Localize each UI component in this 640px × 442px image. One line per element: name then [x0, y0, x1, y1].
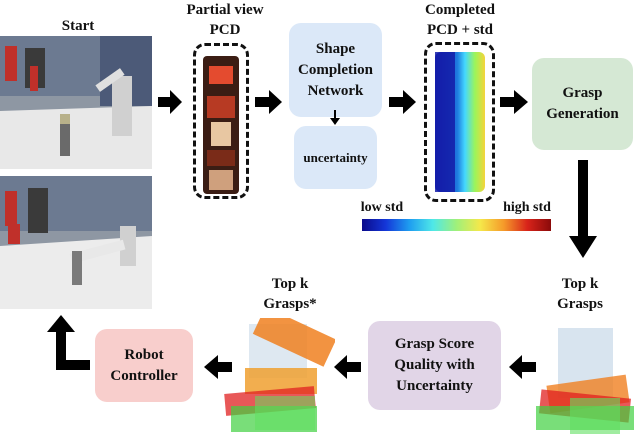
robot-controller-box: Robot Controller	[95, 329, 193, 402]
top-k-grasps-left-label: Top k Grasps*	[263, 276, 317, 312]
grasp-score-box: Grasp Score Quality with Uncertainty	[368, 321, 501, 410]
arrow-shape-to-uncertainty	[330, 110, 340, 125]
low-std-label: low std	[360, 200, 404, 215]
arrow-completed-to-grasp	[500, 90, 528, 114]
shape-completion-network-box: Shape Completion Network	[289, 23, 382, 117]
arrow-right-grasps-to-score	[509, 355, 536, 379]
start-label: Start	[61, 18, 95, 34]
robot-start-photo	[0, 36, 152, 169]
partial-view-label: Partial view PCD	[186, 2, 264, 38]
grasps-left-icon	[215, 318, 335, 440]
top-k-grasps-right-label: Top k Grasps	[557, 276, 603, 312]
arrow-partial-to-shape	[255, 90, 282, 114]
uncertainty-box: uncertainty	[294, 126, 377, 189]
arrow-shape-to-completed	[389, 90, 416, 114]
completed-pcd-frame	[424, 42, 495, 202]
arrow-robot-to-start	[47, 315, 90, 370]
partial-pcd-frame	[193, 43, 249, 199]
std-color-bar	[362, 219, 551, 231]
partial-pcd-can-icon	[203, 56, 239, 194]
arrow-left-grasps-to-robot	[204, 355, 232, 379]
arrow-grasp-down	[569, 160, 597, 258]
completed-pcd-label: Completed PCD + std	[425, 2, 495, 38]
arrow-score-to-left-grasps	[334, 355, 361, 379]
arrow-start-to-partial	[158, 90, 182, 114]
grasps-right-icon	[530, 318, 640, 442]
robot-grasp-photo	[0, 176, 152, 309]
high-std-label: high std	[503, 200, 551, 215]
grasp-generation-box: Grasp Generation	[532, 58, 633, 150]
completed-pcd-icon	[435, 52, 485, 192]
